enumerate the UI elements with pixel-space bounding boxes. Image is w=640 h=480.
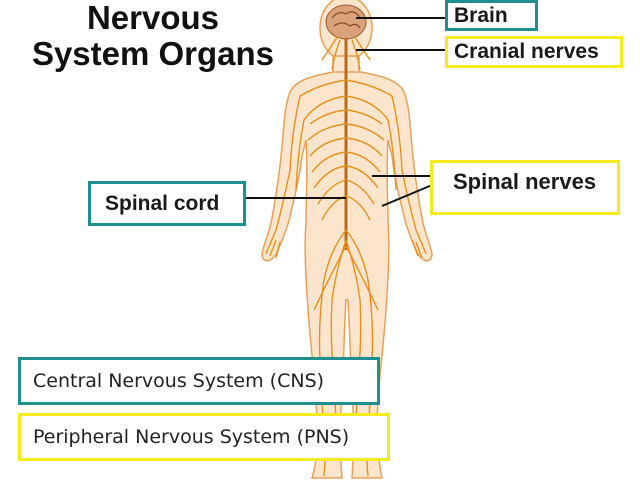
cranial-nerves-label-box: Cranial nerves [445, 36, 623, 68]
cns-legend-box: Central Nervous System (CNS) [18, 357, 380, 405]
torso-and-limbs [261, 71, 433, 479]
brain-label-box: Brain [445, 0, 538, 31]
spinal-cord-label: Spinal cord [105, 191, 220, 215]
spinal-nerves-label-box: Spinal nerves [430, 160, 620, 215]
spinal-nerves-label: Spinal nerves [453, 169, 597, 194]
title-line-1: Nervous [86, 0, 220, 36]
brain [325, 4, 367, 40]
cranial-nerves-label: Cranial nerves [454, 40, 599, 63]
spinal-cord-label-box: Spinal cord [88, 181, 246, 226]
cns-legend-label: Central Nervous System (CNS) [33, 370, 325, 392]
leader-lines [236, 17, 446, 207]
brain-label: Brain [454, 3, 508, 27]
diagram-title: Nervous System Organs [18, 0, 288, 72]
pns-legend-label: Peripheral Nervous System (PNS) [33, 426, 350, 448]
title-line-2: System Organs [31, 35, 275, 72]
pns-legend-box: Peripheral Nervous System (PNS) [18, 413, 390, 461]
